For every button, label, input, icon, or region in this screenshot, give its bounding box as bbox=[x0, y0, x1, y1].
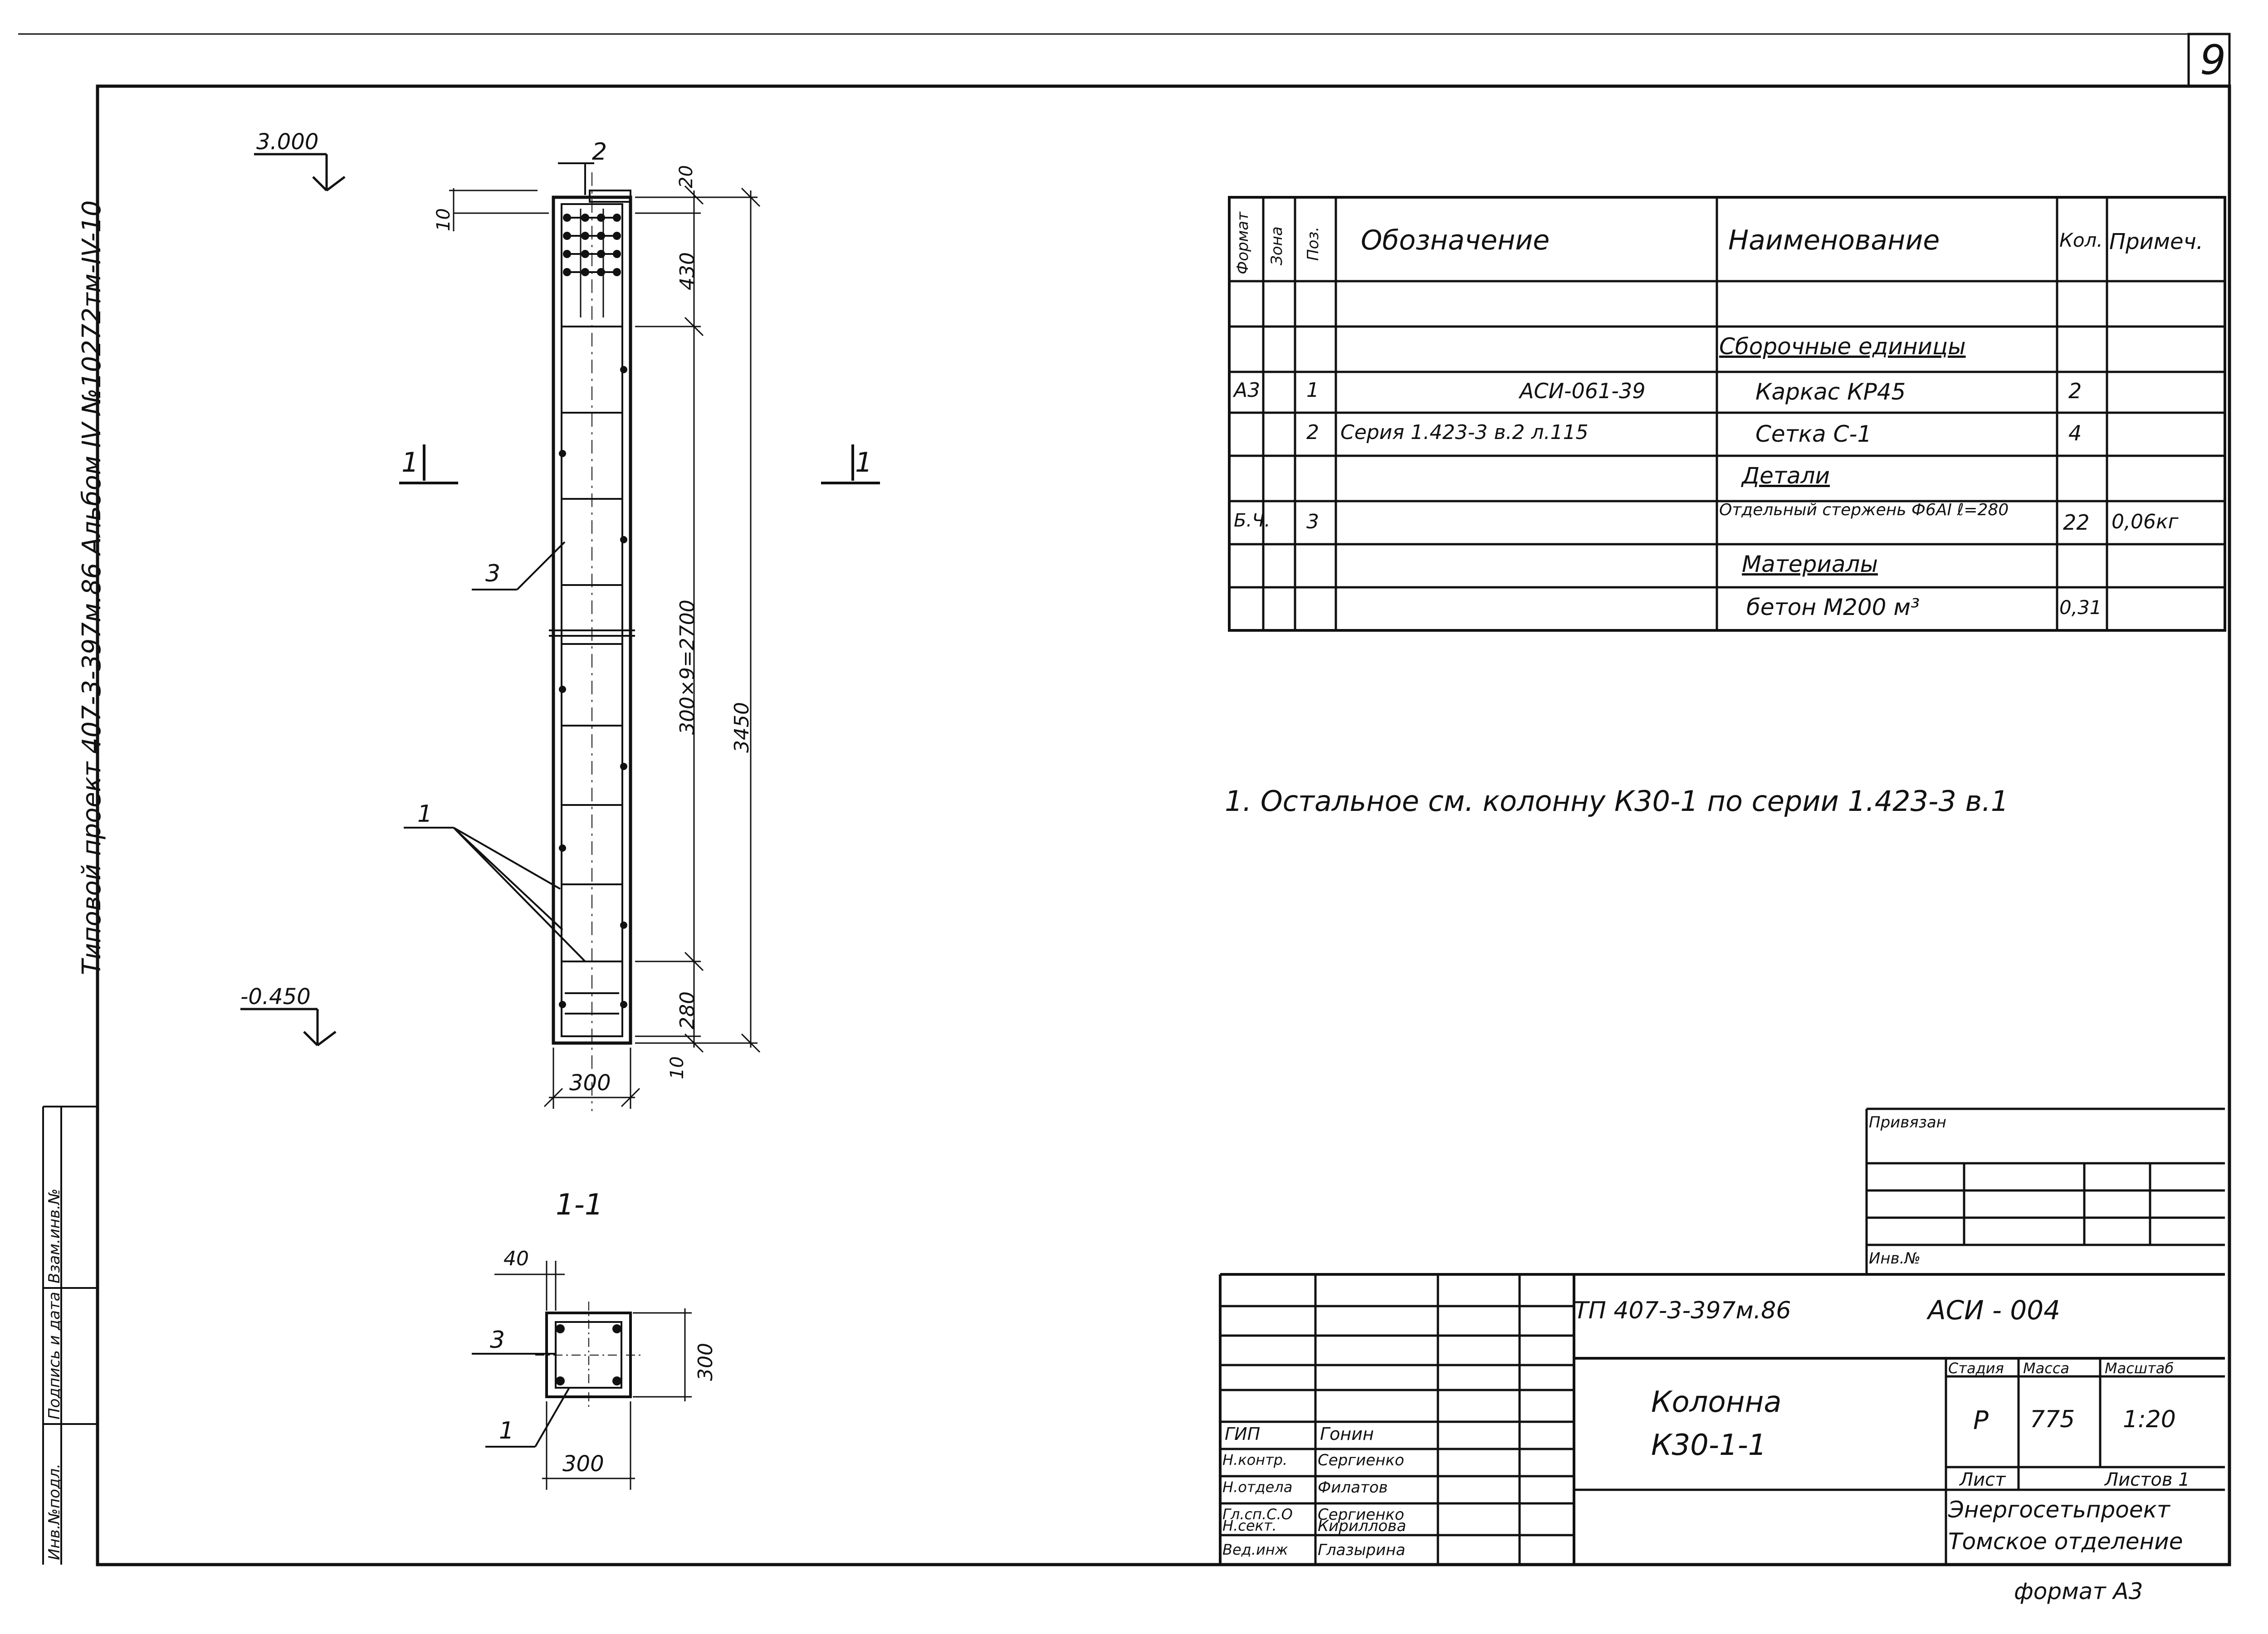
side-title: Типовой проект 407-3-397м.86 Альбом IV №… bbox=[77, 200, 107, 975]
callout-3: 3 bbox=[485, 560, 501, 587]
spec-row-7-qty: 0,31 bbox=[2059, 596, 2102, 619]
spec-table-grid bbox=[1228, 196, 2226, 632]
callout-2: 2 bbox=[592, 138, 607, 166]
mass-value: 775 bbox=[2030, 1406, 2075, 1433]
spec-row-2-format: А3 bbox=[1234, 379, 1261, 402]
section-dim-cover: 40 bbox=[503, 1247, 529, 1270]
dim-bottom-cover: 10 bbox=[667, 1056, 688, 1079]
section-cut-marks bbox=[399, 444, 880, 484]
spec-row-3-designation: Серия 1.423-3 в.2 л.115 bbox=[1340, 421, 1589, 444]
dim-top-cover: 10 bbox=[433, 208, 454, 231]
callout-1: 1 bbox=[417, 800, 433, 828]
spec-header-pos: Поз. bbox=[1304, 226, 1322, 261]
spec-row-5-qty: 22 bbox=[2063, 510, 2090, 535]
rebar-dots bbox=[556, 214, 627, 1385]
section-mark-left: 1 bbox=[401, 447, 419, 478]
dim-pitch: 300×9=2700 bbox=[676, 600, 699, 735]
role-0-name: Гонин bbox=[1320, 1424, 1374, 1444]
sheet-label: Лист bbox=[1960, 1469, 2006, 1490]
dim-top-zone: 430 bbox=[676, 252, 699, 290]
spec-row-3-pos: 2 bbox=[1306, 421, 1319, 444]
role-2-name: Филатов bbox=[1318, 1478, 1388, 1497]
spec-row-5-pos: 3 bbox=[1306, 510, 1319, 533]
role-2: Н.отдела bbox=[1222, 1478, 1293, 1496]
stamp-label-inv: Инв.№подл. bbox=[45, 1463, 64, 1560]
column-elevation bbox=[549, 172, 635, 1111]
drawing-name-line1: Колонна bbox=[1651, 1385, 1782, 1419]
spec-row-1-name: Сборочные единицы bbox=[1719, 333, 1966, 360]
org-line1: Энергосетьпроект bbox=[1948, 1497, 2170, 1523]
project-code: ТП 407-3-397м.86 bbox=[1574, 1297, 1791, 1324]
section-callout-3: 3 bbox=[490, 1327, 505, 1354]
section-title: 1-1 bbox=[556, 1188, 603, 1222]
sheet-number-box bbox=[2187, 33, 2231, 88]
spec-row-4-name: Детали bbox=[1742, 463, 1830, 489]
spec-row-2-qty: 2 bbox=[2068, 379, 2082, 403]
dim-top-gap: 20 bbox=[676, 165, 697, 188]
dim-bottom-zone: 280 bbox=[676, 991, 699, 1029]
doc-code: АСИ - 004 bbox=[1928, 1295, 2061, 1326]
section-dim-width: 300 bbox=[562, 1451, 604, 1477]
dim-total: 3450 bbox=[730, 702, 753, 753]
stage-value: Р bbox=[1973, 1406, 1989, 1435]
spec-row-5-name: Отдельный стержень Ф6АI ℓ=280 bbox=[1719, 501, 2009, 519]
title-block-grid bbox=[1219, 1273, 2225, 1565]
spec-row-7-name: бетон М200 м³ bbox=[1746, 594, 1920, 620]
spec-header-format: Формат bbox=[1234, 212, 1252, 274]
spec-row-3-qty: 4 bbox=[2068, 421, 2082, 445]
elevation-dimensions bbox=[449, 185, 761, 1109]
general-note: 1. Остальное см. колонну К30-1 по серии … bbox=[1225, 785, 2009, 818]
role-4-name: Кириллова bbox=[1318, 1517, 1407, 1535]
org-line2: Томское отделение bbox=[1948, 1528, 2183, 1555]
binding-label: Привязан bbox=[1869, 1113, 1946, 1132]
role-5: Вед.инж bbox=[1222, 1541, 1288, 1558]
spec-header-qty: Кол. bbox=[2059, 229, 2103, 251]
stamp-label-replace: Взам.инв.№ bbox=[45, 1188, 64, 1283]
elevation-top-label: 3.000 bbox=[256, 129, 319, 155]
spec-row-6-name: Материалы bbox=[1742, 551, 1878, 577]
role-4: Н.сект. bbox=[1222, 1517, 1277, 1534]
spec-row-5-format: Б.Ч. bbox=[1234, 510, 1271, 531]
sheet-frame bbox=[96, 84, 2231, 1566]
format-note: формат А3 bbox=[2014, 1578, 2143, 1605]
spec-row-2-designation: АСИ-061-39 bbox=[1520, 379, 1646, 403]
spec-row-2-name: Каркас КР45 bbox=[1755, 379, 1906, 405]
spec-header-designation: Обозначение bbox=[1361, 224, 1550, 256]
role-5-name: Глазырина bbox=[1318, 1541, 1406, 1559]
role-1-name: Сергиенко bbox=[1318, 1451, 1404, 1469]
spec-header-note: Примеч. bbox=[2109, 229, 2204, 254]
role-3-name: Сергиенко bbox=[1318, 1506, 1404, 1524]
spec-row-5-note: 0,06кг bbox=[2112, 510, 2179, 533]
scale-value: 1:20 bbox=[2123, 1406, 2176, 1433]
scale-label: Масштаб bbox=[2105, 1360, 2174, 1377]
sheet-number: 9 bbox=[2200, 36, 2226, 84]
binding-inv-label: Инв.№ bbox=[1869, 1249, 1921, 1268]
spec-row-3-name: Сетка С-1 bbox=[1755, 421, 1872, 447]
mass-label: Масса bbox=[2023, 1360, 2070, 1377]
section-callout-1: 1 bbox=[499, 1417, 514, 1444]
role-1: Н.контр. bbox=[1222, 1451, 1288, 1468]
leaders bbox=[404, 162, 594, 962]
section-1-1 bbox=[472, 1261, 692, 1490]
drawing-name-line2: К30-1-1 bbox=[1651, 1429, 1767, 1462]
stage-label: Стадия bbox=[1948, 1360, 2004, 1377]
spec-header-zone: Зона bbox=[1268, 226, 1286, 265]
stamp-label-sign: Подпись и дата bbox=[45, 1292, 64, 1419]
dim-width: 300 bbox=[569, 1070, 611, 1096]
sheets-label: Листов 1 bbox=[2105, 1469, 2190, 1490]
section-dim-height: 300 bbox=[694, 1343, 717, 1381]
elevation-marks bbox=[240, 153, 346, 1046]
spec-row-2-pos: 1 bbox=[1306, 379, 1319, 402]
binding-grid bbox=[1865, 1107, 2225, 1274]
elevation-bottom-label: -0.450 bbox=[240, 984, 311, 1010]
spec-header-name: Наименование bbox=[1728, 224, 1940, 256]
role-3: Гл.сп.С.О bbox=[1222, 1506, 1293, 1523]
section-mark-right: 1 bbox=[855, 447, 873, 478]
role-0: ГИП bbox=[1225, 1424, 1261, 1444]
